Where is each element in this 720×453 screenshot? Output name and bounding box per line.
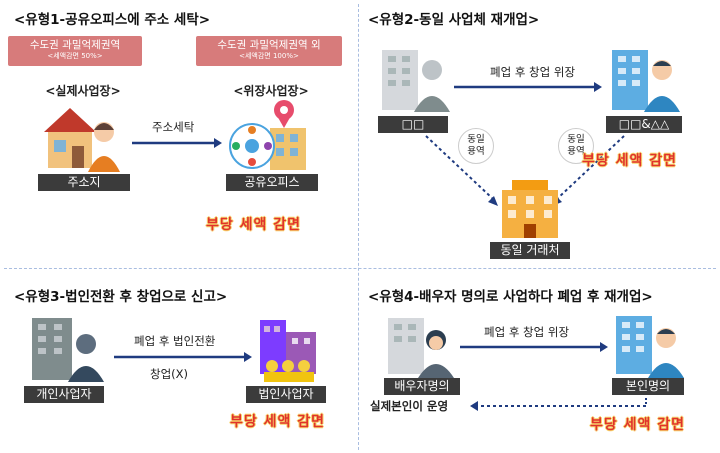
self-building-icon: [616, 316, 684, 378]
type1-left-info-line1: 수도권 과밀억제권역: [29, 39, 121, 51]
type3-arrow-bottom-text: 창업(X): [150, 367, 189, 381]
type2-arrow: [454, 82, 602, 92]
type2-stamp: 부당 세액 감면: [582, 153, 678, 169]
type4-dotted-return-arrow: [470, 398, 647, 411]
type1-arrow-text: 주소세탁: [152, 120, 195, 134]
type4-left-sub-label: 실제본인이 운영: [370, 399, 449, 413]
type1-address-label: 주소지: [38, 174, 130, 191]
type3-title: <유형3-법인전환 후 창업으로 신고>: [14, 289, 228, 305]
type4-arrow-text: 폐업 후 창업 위장: [484, 325, 570, 339]
type1-right-info-line2: <세액감면 100%>: [239, 52, 299, 60]
type2-right-bubble-line1: 동일: [567, 134, 585, 145]
type3-arrow: [114, 352, 252, 362]
horizontal-divider: [4, 268, 716, 269]
type2-left-bubble: 동일 용역: [458, 128, 494, 164]
type1-actual-site-label: <실제사업장>: [45, 84, 121, 98]
type1-stamp: 부당 세액 감면: [206, 217, 302, 233]
spouse-building-icon: [388, 318, 454, 378]
building-person-icon-left: [382, 50, 450, 112]
type4-left-label: 배우자명의: [384, 378, 460, 395]
individual-business-icon: [32, 318, 104, 382]
type1-right-info-line1: 수도권 과밀억제권역 외: [217, 39, 321, 51]
type2-left-bubble-line2: 용역: [467, 146, 485, 157]
type1-right-info-box: 수도권 과밀억제권역 외 <세액감면 100%>: [196, 36, 342, 66]
type3-right-label: 법인사업자: [246, 386, 326, 403]
vertical-divider: [358, 4, 359, 450]
type2-left-bubble-line1: 동일: [467, 134, 485, 145]
type3-arrow-top-text: 폐업 후 법인전환: [134, 334, 216, 348]
house-person-icon: [44, 108, 120, 172]
type4-title: <유형4-배우자 명의로 사업하다 폐업 후 재개업>: [368, 289, 653, 305]
shared-office-icon: [229, 100, 306, 170]
type1-arrow: [132, 138, 222, 148]
type4-stamp: 부당 세액 감면: [590, 417, 686, 433]
type2-left-dotted-arrow: [425, 135, 498, 206]
type3-left-label: 개인사업자: [24, 386, 104, 403]
type2-right-label: □□&△△: [606, 116, 682, 133]
type1-left-info-box: 수도권 과밀억제권역 <세액감면 50%>: [8, 36, 142, 66]
type4-right-label: 본인명의: [612, 378, 684, 395]
type1-disguised-site-label: <위장사업장>: [233, 84, 309, 98]
type1-shared-office-label: 공유오피스: [226, 174, 318, 191]
type2-left-label: □□: [378, 116, 448, 133]
building-person-icon-right: [612, 50, 680, 112]
type4-arrow: [460, 342, 608, 352]
type2-title: <유형2-동일 사업체 재개업>: [368, 12, 540, 28]
corporate-business-icon: [260, 320, 316, 382]
type2-arrow-text: 폐업 후 창업 위장: [490, 65, 576, 79]
type2-right-bubble: 동일 용역: [558, 128, 594, 164]
type2-bottom-label: 동일 거래처: [490, 242, 570, 259]
client-building-icon: [502, 180, 558, 238]
type2-right-bubble-line2: 용역: [567, 146, 585, 157]
type1-title: <유형1-공유오피스에 주소 세탁>: [14, 12, 211, 28]
type1-left-info-line2: <세액감면 50%>: [47, 52, 103, 60]
type3-stamp: 부당 세액 감면: [230, 414, 326, 430]
